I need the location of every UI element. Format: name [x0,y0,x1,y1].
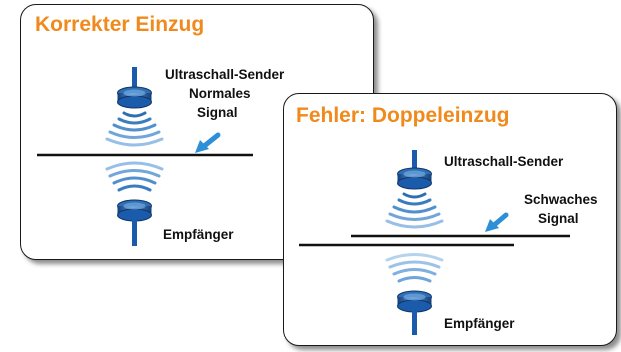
wave-arc [402,192,427,199]
sender-label-error: Ultraschall-Sender [444,154,564,169]
wave-arc [105,137,164,147]
wave-arc [385,219,444,229]
receiver-stem [132,220,137,246]
receiver-stem [412,311,417,335]
signal-label-line1-error: Schwaches [524,192,598,207]
receiver-bottom [397,299,432,313]
ultrasonic-sender-icon [117,67,152,109]
sender-waves [105,111,164,147]
sender-waves [385,192,444,229]
receiver-label-correct: Empfänger [163,227,234,242]
receiver-icon [117,199,152,246]
wave-arc [388,212,441,221]
sender-highlight [123,89,146,97]
wave-arc [388,260,441,269]
panel-double-feed-error: Fehler: Doppeleinzug [283,93,617,346]
sender-highlight [403,170,426,178]
signal-label-line2-error: Signal [538,211,579,226]
double-feed-drawing [299,150,570,335]
wave-arc [108,130,161,139]
wave-arc [392,268,437,276]
panel-title-correct: Korrekter Einzug [35,13,205,36]
wave-arc [397,276,432,283]
wave-arc [105,161,164,171]
wave-arc [112,123,157,132]
signal-label-line1-correct: Normales [189,86,251,101]
panel-title-error: Fehler: Doppeleinzug [296,104,510,127]
wave-arc [112,176,157,185]
receiver-bottom [117,208,152,222]
wave-arc [385,253,444,262]
ultrasonic-sender-icon [397,150,432,190]
wave-arc [117,184,152,192]
signal-arrow-icon [485,212,509,232]
receiver-icon [397,290,432,335]
receiver-waves [105,161,164,192]
signal-label-line2-correct: Signal [197,105,238,120]
sender-bottom [397,176,432,190]
receiver-highlight [403,293,426,301]
correct-feed-drawing [37,67,253,246]
wave-arc [392,205,437,214]
sender-label-correct: Ultraschall-Sender [165,67,285,82]
wave-arc [122,111,147,118]
signal-arrow-icon [195,132,221,153]
receiver-waves [385,253,444,283]
receiver-highlight [123,202,146,210]
wave-arc [397,198,432,206]
receiver-label-error: Empfänger [444,316,515,331]
sender-bottom [117,95,152,109]
wave-arc [117,117,152,125]
sender-stem [412,150,417,170]
sender-stem [132,67,137,89]
wave-arc [108,169,161,178]
